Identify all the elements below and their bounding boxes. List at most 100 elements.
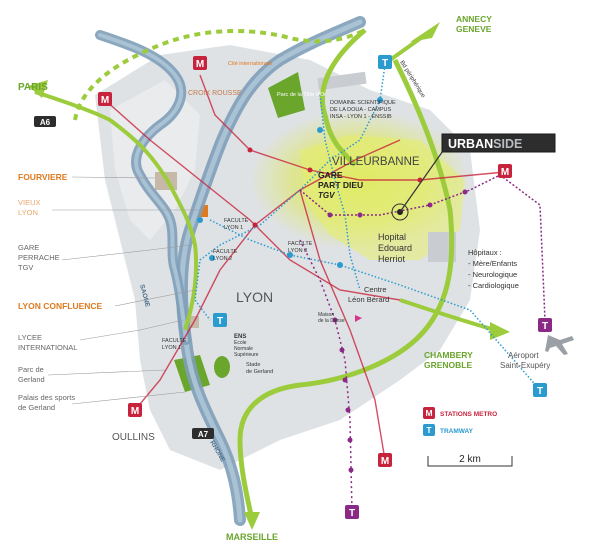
svg-text:T: T bbox=[537, 386, 543, 397]
a6-label: A6 bbox=[40, 118, 51, 127]
centre-2: Léon Bérard bbox=[348, 295, 389, 304]
ens-2: Ecole bbox=[234, 340, 247, 346]
metro-line-d bbox=[299, 189, 386, 461]
airplane-icon bbox=[545, 335, 574, 355]
legend-metro-icon bbox=[423, 407, 435, 419]
leader-lines bbox=[47, 176, 200, 405]
tram-marker-doua: T bbox=[378, 55, 392, 69]
croix-rousse-label: CROIX ROUSSE bbox=[188, 90, 242, 97]
tram-line-purple-a bbox=[299, 174, 546, 321]
cite-internationale-label: Cité internationale bbox=[228, 61, 272, 67]
maison-danse-2: de la Danse bbox=[318, 318, 345, 324]
target-outer-icon bbox=[391, 203, 409, 221]
ens-3: Normale bbox=[234, 346, 253, 352]
dest-geneve: GENEVE bbox=[456, 24, 492, 34]
parc-tete-or-label: Parc de la Tête d'Or bbox=[277, 92, 326, 98]
cite-internationale-block bbox=[317, 71, 367, 91]
svg-text:M: M bbox=[101, 95, 109, 106]
hopital-3: Herriot bbox=[378, 254, 406, 264]
hopitaux-1: - Mère/Enfants bbox=[468, 259, 517, 268]
urbanside-text: URBANSIDE bbox=[448, 137, 522, 151]
faculte-lyon3-a: FACULTE bbox=[288, 241, 313, 247]
svg-text:M: M bbox=[425, 408, 432, 418]
faculte-lyon1s-b: LYON 1 bbox=[162, 345, 181, 351]
hopital-1: Hopital bbox=[378, 232, 406, 242]
svg-text:M: M bbox=[131, 406, 139, 417]
legend-tram-label: TRAMWAY bbox=[440, 428, 474, 435]
hopital-2: Edouard bbox=[378, 243, 412, 253]
metro-marker-oullins: M bbox=[128, 403, 142, 417]
dest-chambery: CHAMBERY bbox=[424, 350, 473, 360]
vieux-lyon-label-1: VIEUX bbox=[18, 198, 41, 207]
maison-danse-1: Maison bbox=[318, 312, 334, 318]
a6-badge bbox=[34, 116, 56, 127]
fourviere-label: FOURVIERE bbox=[18, 172, 68, 182]
dest-grenoble: GRENOBLE bbox=[424, 360, 473, 370]
gare-pd-3: TGV bbox=[318, 191, 335, 200]
dest-marseille: MARSEILLE bbox=[226, 532, 278, 542]
metro-marker-northwest: M bbox=[98, 92, 112, 106]
stade-1: Stade bbox=[246, 362, 260, 368]
arrow-marseille bbox=[244, 512, 260, 530]
legend: M STATIONS METRO T TRAMWAY 2 km bbox=[423, 407, 513, 467]
a7-label: A7 bbox=[198, 430, 209, 439]
a7-badge bbox=[192, 428, 214, 439]
maison-danse-marker bbox=[355, 315, 362, 322]
lycee-1: LYCEE bbox=[18, 333, 42, 342]
svg-text:M: M bbox=[501, 167, 509, 178]
metro-line-c bbox=[134, 139, 401, 411]
scale-label: 2 km bbox=[459, 454, 481, 465]
faculte-lyon3-b: LYON 3 bbox=[288, 248, 307, 254]
domaine-1: DOMAINE SCIENTIFIQUE bbox=[330, 100, 396, 106]
tram-dots bbox=[197, 97, 383, 268]
tram-line-t3 bbox=[319, 94, 361, 291]
svg-text:T: T bbox=[217, 316, 223, 327]
svg-text:M: M bbox=[381, 456, 389, 467]
domaine-3: INSA - LYON 1 - ENSSIB bbox=[330, 114, 392, 120]
stade-gerland bbox=[214, 356, 230, 378]
scale-bar bbox=[427, 456, 513, 467]
aeroport-1: Aéroport bbox=[508, 351, 539, 360]
tram-marker-east: T bbox=[533, 383, 547, 397]
svg-text:T: T bbox=[426, 425, 432, 435]
legend-tram-icon bbox=[423, 424, 435, 436]
station-dots bbox=[327, 189, 468, 473]
gare-pd-1: GARE bbox=[318, 170, 343, 180]
villeurbanne-label: VILLEURBANNE bbox=[332, 156, 420, 168]
ens-1: ENS bbox=[234, 334, 246, 340]
dotted-bypass bbox=[73, 28, 366, 121]
metro-marker-croix: M bbox=[193, 56, 207, 70]
metro-dots bbox=[247, 147, 423, 228]
highlight-zone-core bbox=[300, 135, 465, 260]
gare-perrache-1: GARE bbox=[18, 243, 39, 252]
domaine-2: DE LA DOUA - CAMPUS bbox=[330, 107, 391, 113]
aeroport-2: Saint-Exupéry bbox=[500, 361, 550, 370]
stade-2: de Gerland bbox=[246, 369, 273, 375]
tram-marker-purple-south: T bbox=[345, 505, 359, 519]
oullins-label: OULLINS bbox=[112, 432, 155, 443]
urbanside-callout bbox=[441, 133, 556, 153]
dest-paris: PARIS bbox=[18, 82, 48, 93]
callout-line bbox=[399, 147, 446, 213]
faculte-lyon1-b: LYON 1 bbox=[224, 225, 243, 231]
lycee-2: INTERNATIONAL bbox=[18, 343, 77, 352]
saone-river-inner bbox=[98, 33, 188, 342]
hopitaux-title: Hôpitaux : bbox=[468, 248, 502, 257]
park-tete-or bbox=[268, 72, 305, 118]
arrow-chambery bbox=[490, 322, 510, 340]
faculte-lyon1s-a: FACULTE bbox=[162, 338, 187, 344]
svg-text:T: T bbox=[382, 58, 388, 69]
tram-marker-confluence: T bbox=[213, 313, 227, 327]
tram-line-t1 bbox=[194, 64, 386, 321]
svg-text:T: T bbox=[349, 508, 355, 519]
dest-annecy: ANNECY bbox=[456, 14, 492, 24]
faculte-lyon1-a: FACULTE bbox=[224, 218, 249, 224]
gare-perrache-3: TGV bbox=[18, 263, 33, 272]
ring-road-north-west bbox=[34, 90, 199, 331]
faculte-lyon2-a: FACULTE bbox=[213, 249, 238, 255]
gare-perrache-2: PERRACHE bbox=[18, 253, 60, 262]
lyon-label: LYON bbox=[236, 289, 273, 305]
svg-text:M: M bbox=[196, 59, 204, 70]
lyon-confluence-label: LYON CONFLUENCE bbox=[18, 301, 103, 311]
